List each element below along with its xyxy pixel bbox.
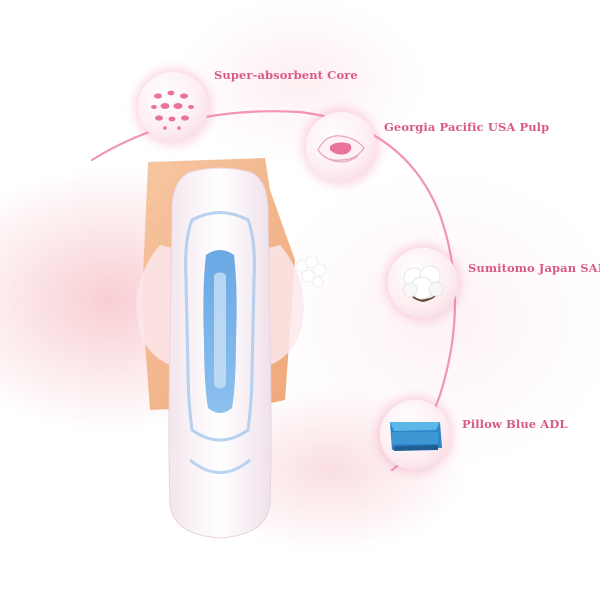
cotton-balls-decoration: [295, 255, 327, 288]
cotton-icon: [388, 248, 458, 318]
feature-label-adl: Pillow Blue ADL: [462, 417, 568, 431]
dotted-core-icon: [138, 72, 208, 142]
pad-pulp-icon: [306, 112, 376, 182]
feature-label-pulp: Georgia Pacific USA Pulp: [384, 120, 550, 134]
feature-label-core: Super-absorbent Core: [214, 68, 358, 82]
feature-label-sap: Sumitomo Japan SAP: [468, 261, 600, 275]
sanitary-pad-image: [136, 158, 304, 539]
blue-layer-icon: [380, 400, 450, 470]
